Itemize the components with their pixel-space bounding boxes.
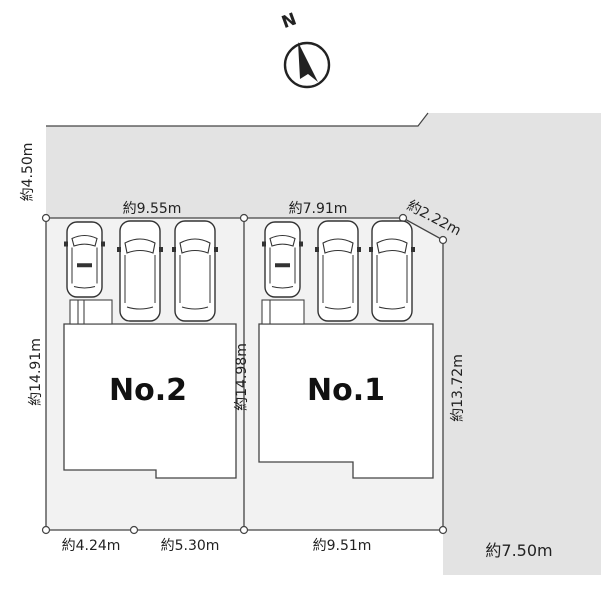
car-mirror: [299, 241, 303, 247]
compass-ring: [283, 41, 331, 89]
car-icon: [64, 221, 105, 298]
north-compass: N: [279, 9, 331, 89]
lot-label-no2: No.2: [109, 373, 187, 408]
dim-lot1-right: 約13.72m: [450, 354, 466, 422]
car-mirror: [159, 247, 163, 252]
lot-boundary: [45, 217, 444, 531]
boundary-point: [438, 235, 448, 245]
car-rear-window: [126, 306, 154, 310]
dim-lot2-bottom-left: 約4.24m: [62, 538, 121, 554]
dim-road-north: 約4.50m: [20, 143, 36, 202]
car-icon: [315, 220, 361, 322]
building-no1: [258, 323, 434, 479]
boundary-point: [129, 525, 139, 535]
car-windshield: [71, 234, 98, 247]
car-icon: [172, 220, 218, 322]
building-no2: [63, 323, 237, 479]
car-windshield: [376, 238, 408, 254]
dim-lot-divider: 約14.98m: [234, 343, 250, 411]
car-body: [317, 220, 359, 322]
car-rear-window: [181, 306, 209, 310]
dim-lot2-left: 約14.91m: [28, 338, 44, 406]
car-body: [119, 220, 161, 322]
dim-lot2-bottom-right: 約5.30m: [161, 538, 220, 554]
boundary-point: [239, 525, 249, 535]
dim-lot1-top: 約7.91m: [289, 201, 348, 217]
parking-cars: [64, 220, 415, 322]
car-windshield: [322, 238, 354, 254]
lot-label-no1: No.1: [307, 373, 385, 408]
car-mirror: [411, 247, 415, 252]
car-mirror: [64, 241, 68, 247]
car-icon: [117, 220, 163, 322]
boundary-point: [438, 525, 448, 535]
car-body: [174, 220, 216, 322]
car-rear-window: [324, 306, 352, 310]
car-body: [371, 220, 413, 322]
dim-lot1-bottom: 約9.51m: [313, 538, 372, 554]
entry-block-no1: [261, 299, 305, 325]
entry-block-no2: [69, 299, 113, 325]
car-rear-window: [271, 285, 294, 289]
road-area: [46, 113, 601, 575]
car-mirror: [101, 241, 105, 247]
car-mirror: [262, 241, 266, 247]
car-mirror: [214, 247, 218, 252]
car-mirror: [315, 247, 319, 252]
car-roof-bar: [275, 263, 290, 268]
compass-north-letter: N: [279, 9, 299, 33]
car-windshield: [269, 234, 296, 247]
entry-blocks: [69, 299, 305, 325]
boundary-point: [239, 213, 249, 223]
boundary-point: [41, 525, 51, 535]
car-mirror: [117, 247, 121, 252]
car-rear-window: [378, 306, 406, 310]
dim-road-east: 約7.50m: [485, 541, 552, 560]
road-north-edge: [46, 112, 429, 127]
car-windshield: [124, 238, 156, 254]
car-rear-window: [73, 285, 96, 289]
car-windshield: [179, 238, 211, 254]
car-icon: [262, 221, 303, 298]
car-icon: [369, 220, 415, 322]
car-mirror: [357, 247, 361, 252]
boundary-points: [41, 213, 448, 535]
car-mirror: [172, 247, 176, 252]
boundary-point: [41, 213, 51, 223]
car-roof-bar: [77, 263, 92, 268]
dim-lot2-top: 約9.55m: [123, 201, 182, 217]
compass-arrow-icon: [298, 42, 318, 82]
car-mirror: [369, 247, 373, 252]
